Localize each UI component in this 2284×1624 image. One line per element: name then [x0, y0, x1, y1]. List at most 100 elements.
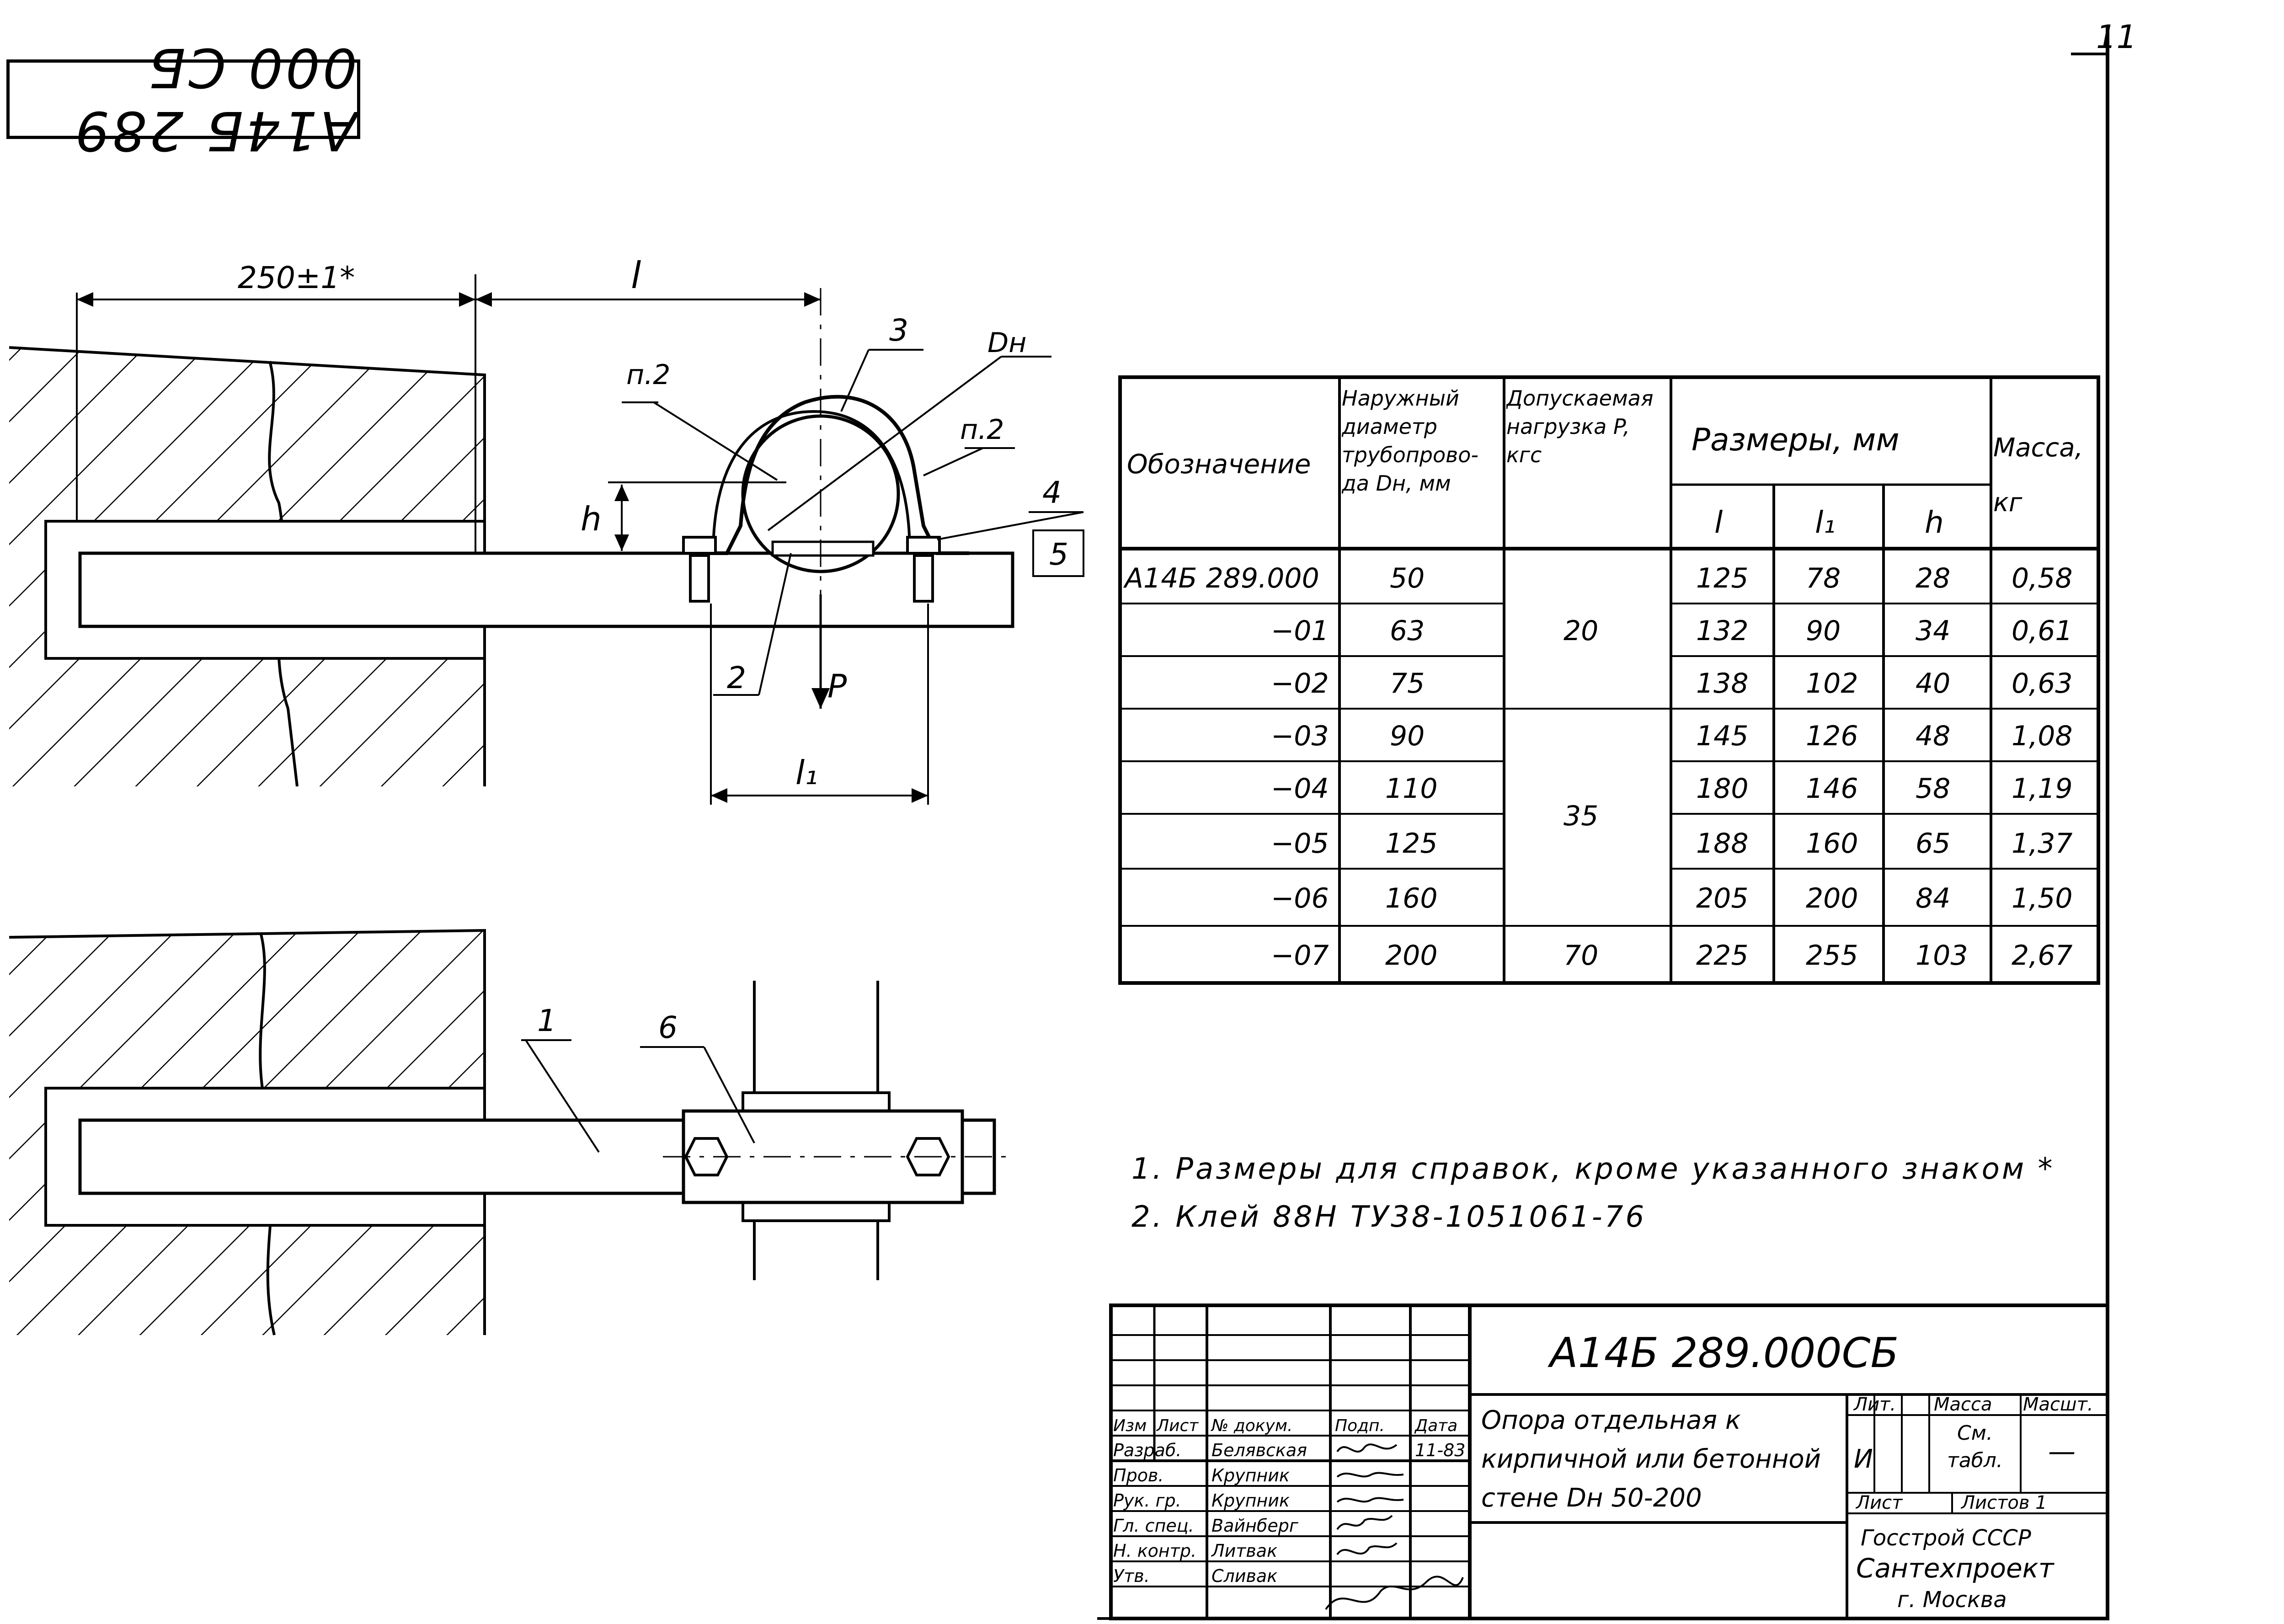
- table-row-h: 48: [1916, 720, 1950, 752]
- col-doc: № докум.: [1211, 1416, 1292, 1435]
- table-row-h: 34: [1916, 615, 1950, 647]
- table-row-designation: −06: [1271, 882, 1329, 914]
- table-row-mass: 2,67: [2012, 940, 2073, 972]
- header-h: h: [1925, 505, 1944, 540]
- table-row-designation: −01: [1271, 615, 1329, 647]
- table-row-l: 125: [1696, 562, 1749, 594]
- table-row-l1: 90: [1806, 615, 1841, 647]
- table-row-l: 138: [1696, 668, 1749, 700]
- table-row-dn: 63: [1390, 615, 1425, 647]
- notes-block: 1. Размеры для справок, кроме указанного…: [1131, 1145, 2055, 1241]
- table-row-dn: 110: [1385, 773, 1438, 805]
- header-diameter-wrap: Наружный диаметр трубопрово- да Dн, мм: [1342, 386, 1478, 496]
- dim-dn-label: Dн: [987, 327, 1026, 359]
- note-2: 2. Клей 88Н ТУ38-1051061-76: [1131, 1200, 1647, 1234]
- table-row-l1: 78: [1806, 562, 1841, 594]
- header-mass: Масса, кг: [1993, 433, 2083, 518]
- name-cell: Крупник: [1211, 1490, 1290, 1511]
- table-row-dn: 90: [1390, 720, 1425, 752]
- note-1: 1. Размеры для справок, кроме указанного…: [1131, 1152, 2055, 1186]
- col-sign: Подп.: [1335, 1416, 1385, 1435]
- org-line-3: г. Москва: [1897, 1587, 2007, 1613]
- table-row-designation: −07: [1271, 940, 1329, 972]
- table-row-mass: 1,50: [2012, 882, 2073, 914]
- table-row-dn: 200: [1385, 940, 1438, 972]
- callout-4: 4: [1042, 475, 1062, 510]
- role-cell: Разраб.: [1113, 1440, 1181, 1460]
- weld-left-label: п.2: [626, 359, 670, 391]
- role-cell: Утв.: [1113, 1566, 1150, 1586]
- sheets-label: Листов 1: [1960, 1492, 2047, 1513]
- scale-label: Масшт.: [2023, 1394, 2093, 1415]
- table-row-designation: А14Б 289.000: [1123, 562, 1319, 594]
- table-row-mass: 0,58: [2012, 562, 2073, 594]
- table-row-l: 132: [1696, 615, 1749, 647]
- table-row-l1: 160: [1806, 828, 1858, 860]
- table-row-l1: 255: [1806, 940, 1858, 972]
- section-view: P 250±1* l h l₁ Dн п.2 п.2 2 3: [9, 254, 1084, 805]
- callout-3: 3: [889, 313, 908, 348]
- weld-right-label: п.2: [960, 414, 1004, 446]
- col-izm: Изм: [1113, 1416, 1147, 1435]
- rotated-code-stamp: А14Б 289 000 СБ: [6, 36, 360, 162]
- mass-label: Масса: [1934, 1394, 1992, 1415]
- title-line-3: стене Dн 50-200: [1481, 1483, 1702, 1513]
- dim-l1-label: l₁: [795, 753, 818, 792]
- name-cell: Вайнберг: [1211, 1516, 1299, 1536]
- callout-6: 6: [658, 1010, 678, 1045]
- table-row-l1: 200: [1806, 882, 1858, 914]
- header-designation: Обозначение: [1127, 449, 1311, 480]
- header-dims: Размеры, мм: [1692, 422, 1900, 458]
- col-date: Дата: [1414, 1416, 1457, 1435]
- title-line-2: кирпичной или бетонной: [1481, 1444, 1821, 1474]
- table-row-h: 65: [1916, 828, 1950, 860]
- spec-table: Обозначение Наружный диаметр трубопрово-…: [1118, 375, 2100, 985]
- table-row-h: 40: [1916, 668, 1950, 700]
- table-row-l: 188: [1696, 828, 1749, 860]
- sheet-label: Лист: [1855, 1492, 1903, 1513]
- sheet-number: 11: [2096, 18, 2137, 56]
- header-mass-wrap: Масса, кг: [1993, 433, 2083, 518]
- callout-2: 2: [727, 660, 746, 695]
- dim-overall-label: 250±1*: [238, 260, 355, 295]
- header-load-wrap: Допускаемая нагрузка P, кгс: [1506, 386, 1654, 467]
- table-row-l: 225: [1696, 940, 1749, 972]
- table-row-designation: −02: [1271, 668, 1329, 700]
- title-block: А14Б 289.000СБ Опора отдельная к кирпичн…: [1109, 1303, 2109, 1620]
- lit-label: Лит.: [1853, 1394, 1896, 1415]
- header-l1: l₁: [1815, 505, 1836, 540]
- role-cell: Гл. спец.: [1113, 1516, 1194, 1536]
- scale-value: —: [2048, 1436, 2076, 1468]
- table-row-l1: 126: [1806, 720, 1858, 752]
- dim-l-label: l: [631, 254, 641, 297]
- table-body: А14Б 289.000 50 125 78 28 0,58 −01 63 13…: [1123, 562, 2073, 972]
- table-row-dn: 160: [1385, 882, 1438, 914]
- table-row-h: 103: [1916, 940, 1968, 972]
- name-cell: Литвак: [1211, 1541, 1277, 1561]
- table-row-designation: −03: [1271, 720, 1329, 752]
- load-group-70: 70: [1564, 940, 1598, 972]
- callout-1: 1: [537, 1003, 556, 1038]
- mass-value-wrap: См. табл.: [1947, 1421, 2003, 1472]
- plan-view: 1 6: [9, 929, 1006, 1336]
- mass-value: См. табл.: [1947, 1421, 2003, 1472]
- table-row-l: 145: [1696, 720, 1749, 752]
- table-row-designation: −04: [1271, 773, 1329, 805]
- load-arrow-label: P: [827, 668, 847, 705]
- pipe-clamp-top: [695, 395, 969, 555]
- dim-h-label: h: [581, 500, 602, 538]
- date-cell: 11-83: [1415, 1440, 1465, 1460]
- table-row-h: 84: [1916, 882, 1950, 914]
- table-row-dn: 50: [1390, 562, 1425, 594]
- org-line-2: Сантехпроект: [1856, 1553, 2055, 1584]
- name-cell: Крупник: [1211, 1465, 1290, 1485]
- header-load: Допускаемая нагрузка P, кгс: [1506, 386, 1654, 467]
- table-row-l1: 146: [1806, 773, 1858, 805]
- table-row-mass: 0,61: [2012, 615, 2073, 647]
- callout-5: 5: [1049, 537, 1068, 572]
- load-group-20: 20: [1564, 615, 1598, 647]
- header-diameter: Наружный диаметр трубопрово- да Dн, мм: [1342, 386, 1478, 496]
- table-row-l: 205: [1696, 882, 1749, 914]
- lit-value: И: [1854, 1444, 1873, 1474]
